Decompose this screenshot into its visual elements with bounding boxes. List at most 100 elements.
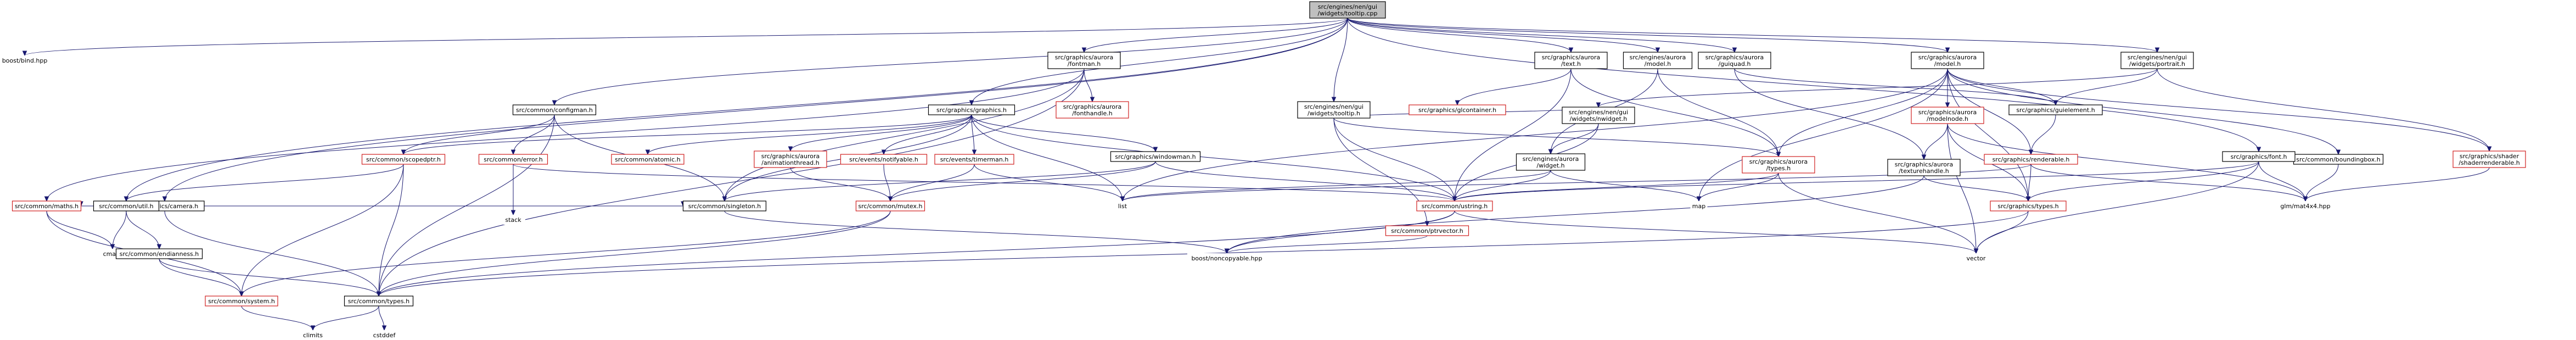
node-label: src/common/configman.h xyxy=(516,107,593,114)
node-font[interactable]: src/graphics/font.h xyxy=(2222,151,2296,162)
edge-singleton-to-noncopyable xyxy=(724,210,1230,254)
node-notifyable[interactable]: src/events/notifyable.h xyxy=(840,154,928,165)
node-box xyxy=(1911,52,1984,69)
node-box xyxy=(1056,101,1129,119)
node-eng-widget[interactable]: src/engines/aurora/widget.h xyxy=(1516,153,1586,171)
edge-endianness-to-system xyxy=(159,258,244,297)
node-label: /types.h xyxy=(1766,165,1791,172)
node-fontman[interactable]: src/graphics/aurora/fontman.h xyxy=(1047,52,1121,69)
node-ptrvector[interactable]: src/common/ptrvector.h xyxy=(1385,225,1469,236)
node-guielement[interactable]: src/graphics/guielement.h xyxy=(2008,104,2103,115)
node-common-types[interactable]: src/common/types.h xyxy=(344,296,414,306)
node-windowman[interactable]: src/graphics/windowman.h xyxy=(1110,151,1201,162)
edge-endianness-to-common_types xyxy=(159,258,381,297)
node-mutex[interactable]: src/common/mutex.h xyxy=(855,200,925,211)
node-shader[interactable]: src/graphics/shader/shaderrenderable.h xyxy=(2452,151,2526,168)
node-box xyxy=(754,151,827,168)
node-label: /fontman.h xyxy=(1068,60,1101,68)
node-ustring[interactable]: src/common/ustring.h xyxy=(1416,200,1493,211)
node-box xyxy=(1516,153,1586,171)
node-gfx-graphics[interactable]: src/graphics/graphics.h xyxy=(928,104,1015,115)
node-aurora-text[interactable]: src/graphics/aurora/text.h xyxy=(1534,52,1608,69)
node-aurora-model[interactable]: src/graphics/aurora/model.h xyxy=(1911,52,1984,69)
node-maths[interactable]: src/common/maths.h xyxy=(12,200,82,211)
node-box xyxy=(115,248,203,259)
node-box xyxy=(1408,104,1506,115)
edge-mutex-to-system xyxy=(239,210,891,297)
node-fonthandle[interactable]: src/graphics/aurora/fonthandle.h xyxy=(1056,101,1129,119)
node-box xyxy=(1984,154,2078,165)
node-box xyxy=(369,330,400,340)
node-error[interactable]: src/common/error.h xyxy=(478,154,548,165)
edge-error-to-stack xyxy=(510,164,516,216)
edge-root-to-nen_model xyxy=(1347,18,1660,53)
node-animthread[interactable]: src/graphics/aurora/animationthread.h xyxy=(754,151,827,168)
edge-gfx_graphics-to-animthread xyxy=(788,114,972,152)
edge-scopedptr-to-common_types xyxy=(376,164,404,297)
node-label: src/engines/nen/gui xyxy=(1569,109,1628,116)
node-label: src/engines/aurora xyxy=(1523,155,1579,163)
edge-error-to-ustring xyxy=(513,164,1457,202)
node-label: src/common/mutex.h xyxy=(858,203,923,210)
node-label: src/graphics/aurora xyxy=(1055,54,1114,61)
node-atomic[interactable]: src/common/atomic.h xyxy=(611,154,684,165)
node-bfind: boost/bind.hpp xyxy=(0,55,52,65)
node-label: /shaderrenderable.h xyxy=(2459,159,2520,166)
node-endianness[interactable]: src/common/endianness.h xyxy=(115,248,203,259)
node-nen-model[interactable]: src/engines/aurora/model.h xyxy=(1623,52,1693,69)
edge-mutex-to-common_types xyxy=(376,210,891,297)
node-tooltip-h[interactable]: src/engines/nen/gui/widgets/tooltip.h xyxy=(1297,101,1371,119)
node-label: boost/noncopyable.hpp xyxy=(1191,255,1262,262)
node-texturehandle[interactable]: src/graphics/aurora/texturehandle.h xyxy=(1887,159,1961,176)
node-renderable[interactable]: src/graphics/renderable.h xyxy=(1984,154,2078,165)
node-label: src/common/scopedptr.h xyxy=(366,156,441,163)
edge-gfx_types-to-vector xyxy=(1973,210,2029,254)
edge-scopedptr-to-util xyxy=(124,164,404,202)
edge-portrait-to-nwidget xyxy=(1596,68,2158,108)
edge-root-to-fontman xyxy=(1081,18,1348,53)
node-box xyxy=(1742,156,1815,174)
node-label: src/common/ptrvector.h xyxy=(1391,227,1463,235)
node-util[interactable]: src/common/util.h xyxy=(93,200,160,211)
node-label: /widgets/tooltip.cpp xyxy=(1318,10,1378,17)
node-label: src/common/error.h xyxy=(484,156,542,163)
node-nwidget[interactable]: src/engines/nen/gui/widgets/nwidget.h xyxy=(1562,107,1635,124)
node-box xyxy=(12,200,82,211)
node-root[interactable]: src/engines/nen/gui/widgets/tooltip.cpp xyxy=(1309,1,1386,19)
edge-aurora_types-to-vector xyxy=(1778,172,1979,254)
node-singleton[interactable]: src/common/singleton.h xyxy=(682,200,767,211)
node-guiquad[interactable]: src/graphics/aurora/guiquad.h xyxy=(1698,52,1771,69)
node-label: glm/mat4x4.hpp xyxy=(2280,203,2330,210)
node-timerman[interactable]: src/events/timerman.h xyxy=(934,154,1014,165)
node-system[interactable]: src/common/system.h xyxy=(205,296,278,306)
edge-guiquad-to-guielement xyxy=(1734,68,2058,106)
edge-aurora_types-to-map xyxy=(1696,172,1779,202)
node-label: src/graphics/graphics.h xyxy=(936,107,1007,114)
edge-renderable-to-gfx_types xyxy=(2025,164,2031,202)
node-configman[interactable]: src/common/configman.h xyxy=(512,104,597,115)
node-label: src/engines/aurora xyxy=(1630,54,1686,61)
node-aurora-types[interactable]: src/graphics/aurora/types.h xyxy=(1742,156,1815,174)
edge-root-to-aurora_model xyxy=(1347,18,1950,53)
edge-aurora_types-to-ustring xyxy=(1452,172,1779,202)
node-glcontainer[interactable]: src/graphics/glcontainer.h xyxy=(1408,104,1506,115)
edge-portrait-to-shader xyxy=(2157,68,2492,152)
edge-configman-to-scopedptr xyxy=(401,114,555,155)
node-box xyxy=(855,200,925,211)
edge-ustring-to-common_types xyxy=(376,210,1455,297)
edge-windowman-to-mutex xyxy=(888,161,1156,202)
edge-configman-to-error xyxy=(510,114,555,155)
node-label: /widget.h xyxy=(1536,162,1564,169)
node-scopedptr[interactable]: src/common/scopedptr.h xyxy=(361,154,446,165)
node-label: src/graphics/aurora xyxy=(1542,54,1601,61)
node-cstddef: cstddef xyxy=(369,330,400,340)
edge-util-to-cmath xyxy=(110,210,127,250)
edge-tooltip_h-to-ustring xyxy=(1333,118,1457,202)
node-label: src/graphics/aurora xyxy=(761,153,820,160)
node-gfx-types[interactable]: src/graphics/types.h xyxy=(1990,200,2067,211)
node-label: /text.h xyxy=(1561,60,1581,68)
node-portrait[interactable]: src/engines/nen/gui/widgets/portrait.h xyxy=(2120,52,2194,69)
node-boundingbox[interactable]: src/common/boundingbox.h xyxy=(2293,154,2384,165)
node-label: src/common/singleton.h xyxy=(688,203,761,210)
node-modelnode[interactable]: src/graphics/aurora/modelnode.h xyxy=(1911,107,1984,124)
